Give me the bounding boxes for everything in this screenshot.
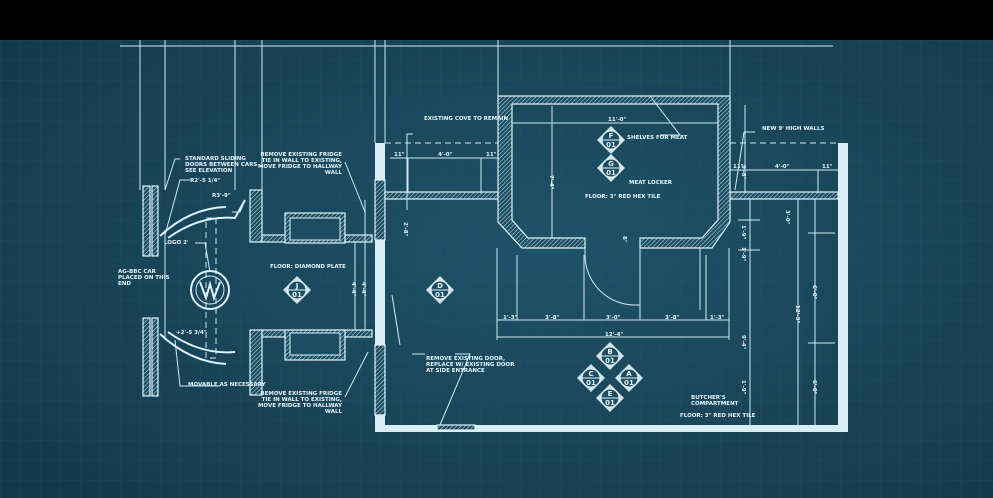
note-remove-door: REMOVE EXISTING DOOR,REPLACE W/ EXISTING… [426, 356, 515, 374]
section-tags: J01 D01 F01 G01 B01 C01 A01 E01 [283, 126, 643, 412]
svg-text:9'-4": 9'-4" [740, 335, 746, 350]
note-existing-cove: EXISTING COVE TO REMAIN [424, 116, 508, 122]
svg-text:B: B [607, 348, 612, 356]
dim-r3: R3'-9" [212, 193, 231, 199]
note-shelves: SHELVES FOR MEAT [627, 135, 688, 141]
svg-text:1'-9": 1'-9" [740, 247, 746, 262]
svg-text:E: E [608, 390, 613, 398]
svg-text:D: D [437, 282, 443, 290]
tag-b: B01 [596, 342, 624, 370]
svg-text:2'-8": 2'-8" [402, 222, 408, 237]
svg-text:1'-3": 1'-3" [710, 315, 725, 321]
svg-text:8": 8" [621, 236, 627, 243]
svg-text:1'-9": 1'-9" [740, 225, 746, 240]
svg-text:G: G [608, 160, 614, 168]
svg-text:3'-0": 3'-0" [784, 210, 790, 225]
svg-text:1'-3": 1'-3" [503, 315, 518, 321]
svg-text:3'-8": 3'-8" [545, 315, 560, 321]
svg-text:9'-8": 9'-8" [740, 165, 746, 180]
svg-text:J: J [295, 282, 299, 290]
svg-text:A: A [626, 370, 632, 378]
note-floor-butcher: FLOOR: 3" RED HEX TILE [680, 413, 756, 419]
svg-text:01: 01 [605, 399, 615, 407]
top-bar [0, 0, 993, 40]
tag-g: G01 [597, 154, 625, 182]
svg-text:1'-9": 1'-9" [740, 380, 746, 395]
svg-text:01: 01 [606, 169, 616, 177]
corridor [261, 200, 373, 361]
svg-text:11'-0": 11'-0" [608, 117, 626, 123]
svg-text:4'-4": 4'-4" [360, 282, 366, 297]
svg-text:11": 11" [486, 152, 497, 158]
svg-text:11": 11" [822, 164, 833, 170]
svg-text:4'-0": 4'-0" [438, 152, 453, 158]
svg-text:4'-0": 4'-0" [775, 164, 790, 170]
note-new-walls: NEW 9' HIGH WALLS [762, 126, 825, 132]
dim-r2: R2'-5 1/4" [190, 178, 220, 184]
tag-e: E01 [596, 384, 624, 412]
svg-text:6'-0": 6'-0" [811, 285, 817, 300]
svg-text:7'-4": 7'-4" [548, 175, 554, 190]
svg-text:01: 01 [292, 291, 302, 299]
svg-text:11": 11" [733, 164, 744, 170]
dimension-labels: 11" 4'-0" 11" 11" 4'-0" 11" 11'-0" 7'-4"… [350, 117, 833, 395]
svg-text:F: F [609, 132, 614, 140]
svg-text:01: 01 [606, 141, 616, 149]
tag-f: F01 [597, 126, 625, 154]
note-floor-locker: FLOOR: 3" RED HEX TILE [585, 194, 661, 200]
tag-j: J01 [283, 276, 311, 304]
note-movable: MOVABLE AS NECESSARY [188, 382, 267, 388]
note-meat-locker: MEAT LOCKER [629, 180, 673, 186]
svg-text:3'-8": 3'-8" [665, 315, 680, 321]
tag-d: D01 [426, 276, 454, 304]
svg-text:01: 01 [586, 379, 596, 387]
svg-text:11": 11" [394, 152, 405, 158]
svg-text:12'-3": 12'-3" [794, 305, 800, 323]
dim-plus: +2'-5 3/4" [176, 330, 207, 336]
svg-text:C: C [588, 370, 593, 378]
svg-text:6'-0": 6'-0" [811, 380, 817, 395]
svg-text:4'-4": 4'-4" [350, 282, 356, 297]
main-room [164, 95, 848, 432]
svg-text:12'-4": 12'-4" [605, 332, 623, 338]
svg-text:3'-0": 3'-0" [606, 315, 621, 321]
tag-a: A01 [615, 364, 643, 392]
svg-text:01: 01 [624, 379, 634, 387]
tag-c: C01 [577, 364, 605, 392]
reference-lines [120, 40, 833, 190]
svg-text:01: 01 [605, 357, 615, 365]
svg-text:01: 01 [435, 291, 445, 299]
note-floor-diamond: FLOOR: DIAMOND PLATE [270, 264, 346, 270]
note-logo: LOGO 2' [164, 240, 189, 246]
